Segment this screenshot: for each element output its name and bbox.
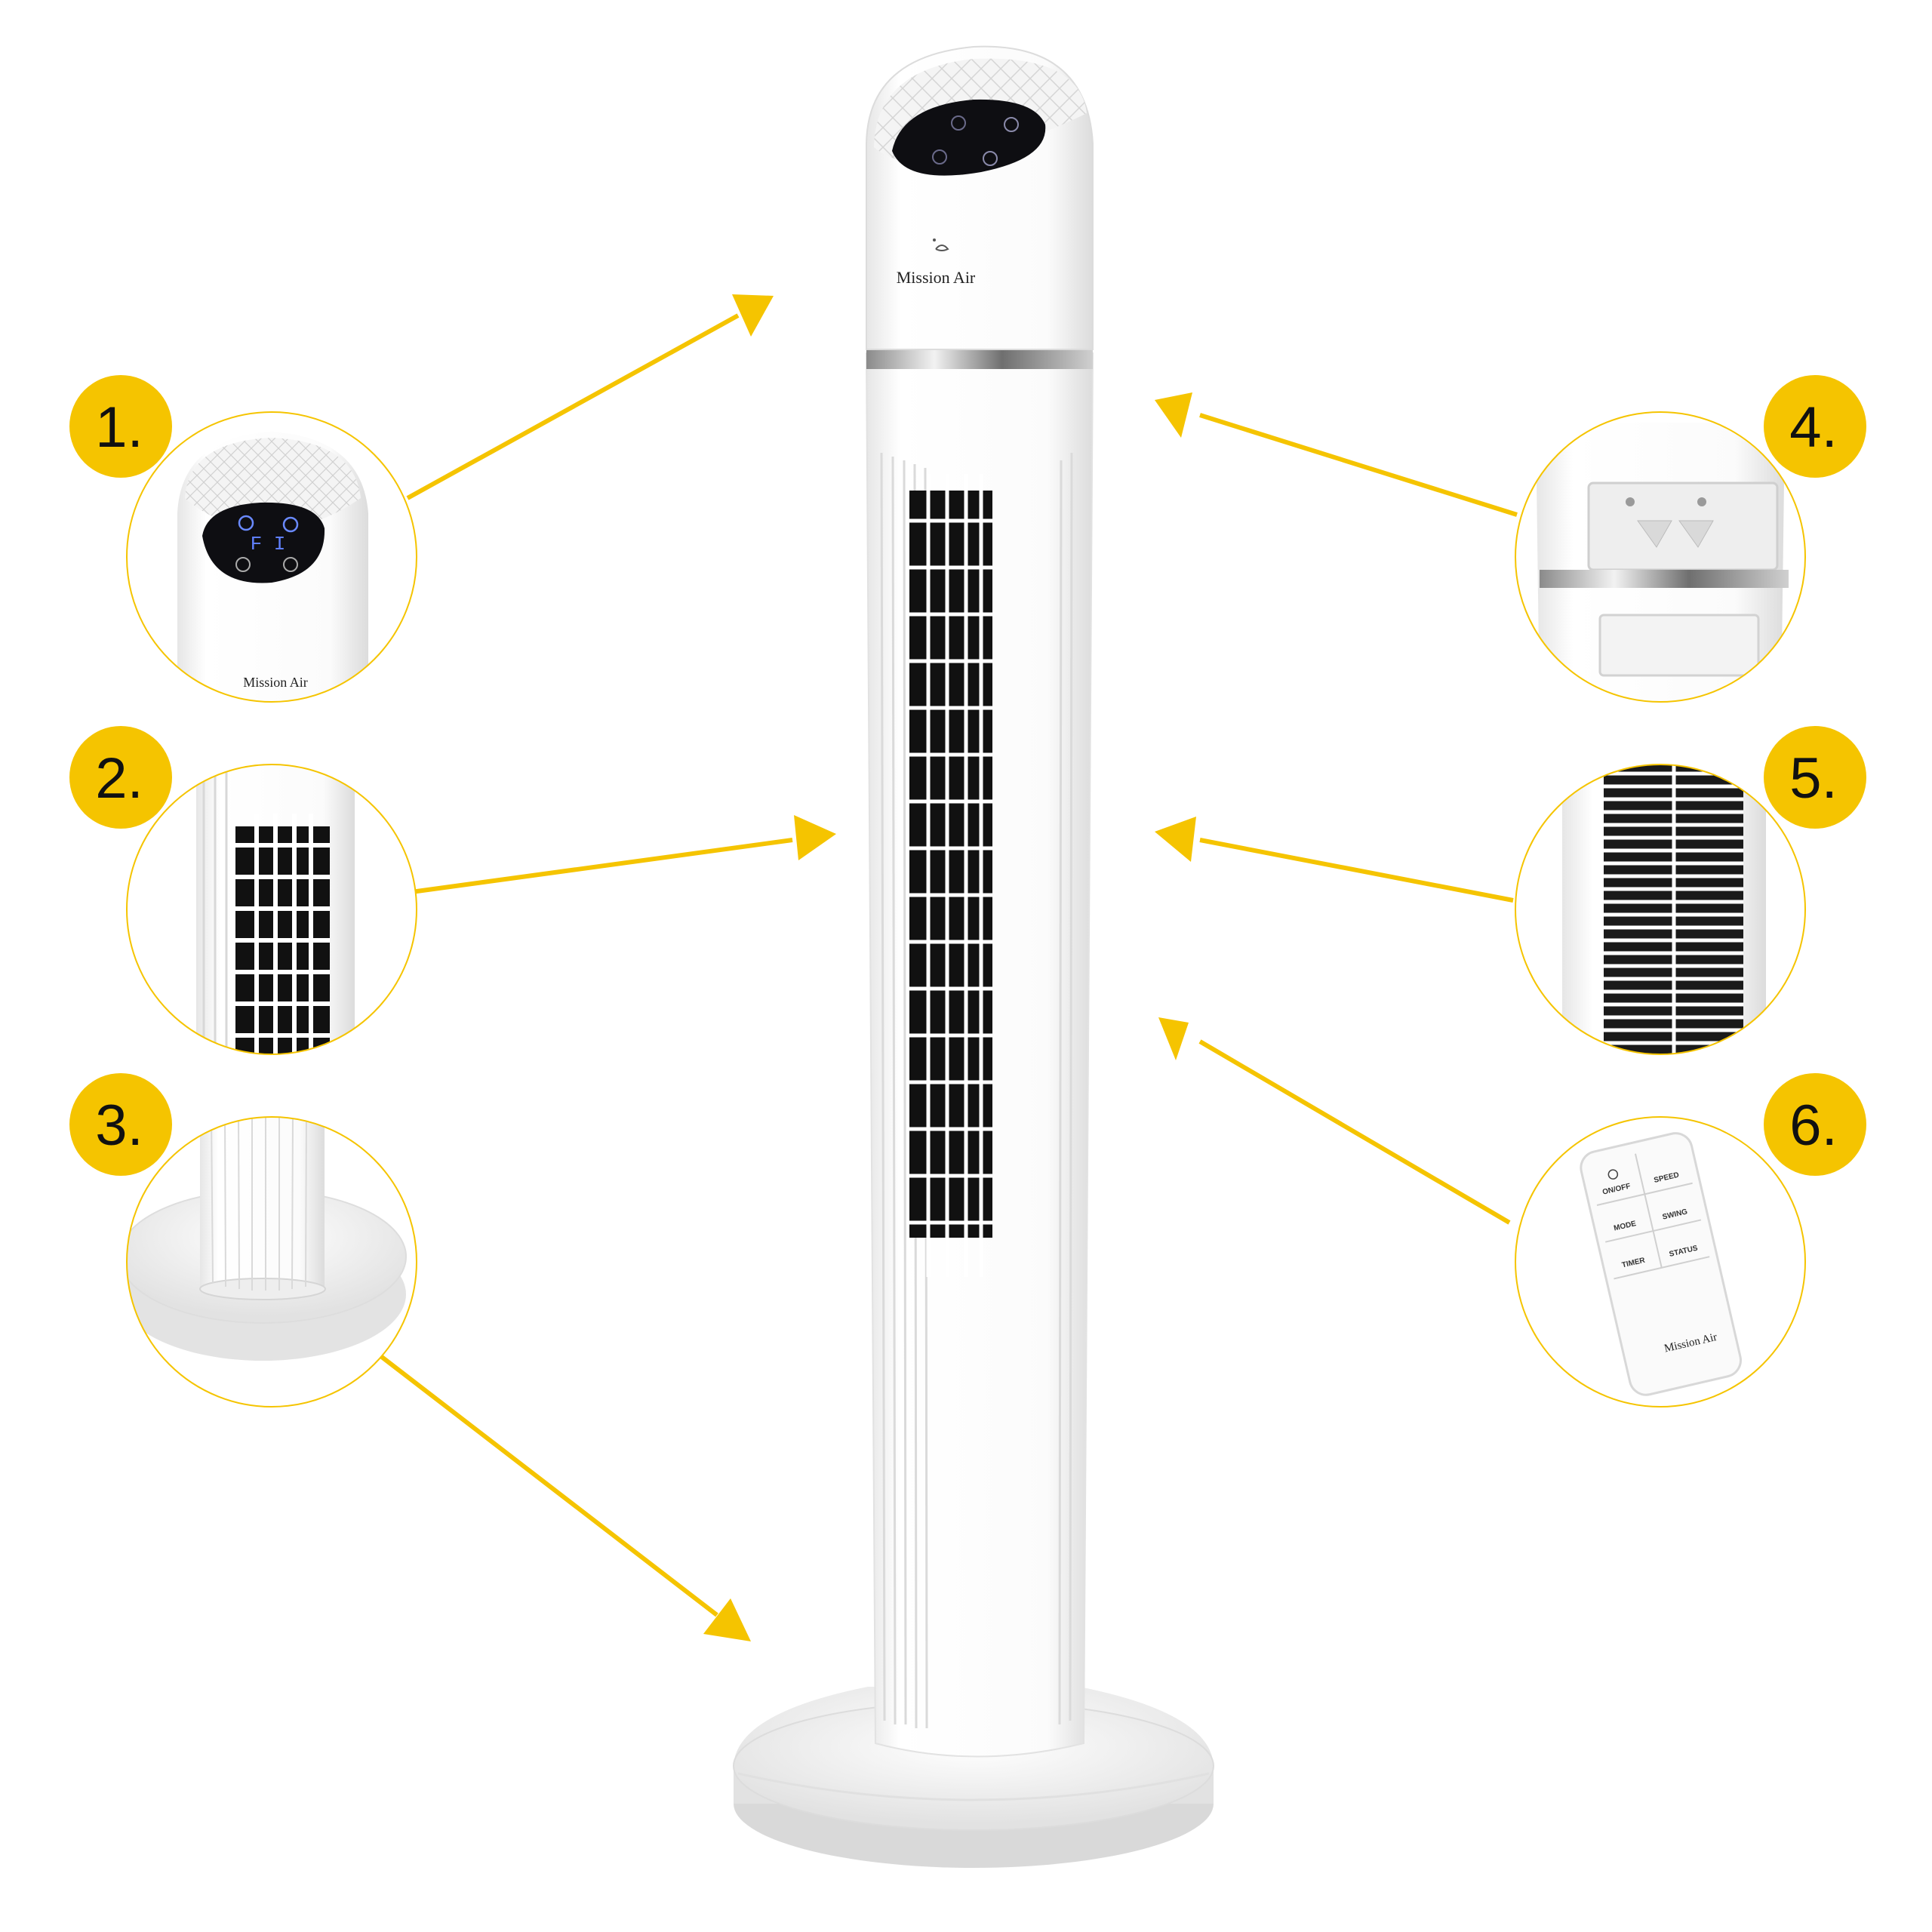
- fan-body: [865, 349, 1094, 1758]
- detail-circle-4: 4.: [1515, 375, 1866, 703]
- mode-icon: [1004, 117, 1019, 132]
- tower-fan: Mission Air: [733, 45, 1214, 1868]
- badge-6: 6.: [1764, 1073, 1866, 1176]
- arrow-6: [1198, 1039, 1511, 1225]
- fan-base: [733, 1687, 1214, 1868]
- arrow-1: [406, 313, 740, 500]
- badge-2-number: 2.: [95, 746, 143, 811]
- arrow-5-head: [1155, 817, 1196, 862]
- badge-4-number: 4.: [1789, 395, 1837, 460]
- arrow-4-head: [1155, 392, 1192, 438]
- power-icon: [951, 115, 966, 131]
- remote-control: ON/OFF SPEED MODE SWING TIMER STATUS Mis…: [1580, 1132, 1742, 1396]
- detail-circle-2: 2.: [69, 726, 417, 1055]
- badge-4: 4.: [1764, 375, 1866, 478]
- arrow-6-head: [1158, 1017, 1189, 1060]
- detail-circle-3: 3.: [69, 1073, 417, 1407]
- badge-3-number: 3.: [95, 1094, 143, 1158]
- arrow-2-head: [794, 815, 836, 860]
- chrome-ring: [866, 349, 1093, 369]
- callout-arrows: [374, 294, 1518, 1641]
- remote-power-icon: [1607, 1169, 1619, 1180]
- badge-6-number: 6.: [1789, 1094, 1837, 1158]
- front-grille: [909, 474, 992, 1277]
- badge-1-number: 1.: [95, 395, 143, 460]
- panel-power-icon: [238, 515, 254, 531]
- arrow-5: [1199, 838, 1514, 903]
- badge-5: 5.: [1764, 726, 1866, 829]
- panel-brand-name: Mission Air: [243, 675, 308, 690]
- timer-icon: [932, 149, 947, 165]
- brand-name: Mission Air: [897, 268, 976, 287]
- detail-circle-5: 5.: [1515, 726, 1866, 1055]
- arrow-3: [374, 1350, 718, 1617]
- detail-circle-6: ON/OFF SPEED MODE SWING TIMER STATUS Mis…: [1515, 1073, 1866, 1407]
- arrow-2: [411, 838, 793, 894]
- fan-head: Mission Air: [866, 45, 1094, 350]
- brand-logo: Mission Air: [897, 238, 976, 287]
- badge-1: 1.: [69, 375, 172, 478]
- side-ribs: [880, 452, 1073, 1729]
- arrow-4: [1199, 413, 1518, 517]
- arrow-1-head: [732, 294, 774, 337]
- panel-mode-icon: [282, 516, 299, 533]
- arrow-3-head: [703, 1598, 751, 1641]
- badge-5-number: 5.: [1789, 746, 1837, 811]
- panel-timer-icon: [235, 557, 251, 572]
- panel-readout: F I: [251, 533, 286, 555]
- badge-2: 2.: [69, 726, 172, 829]
- detail-circle-1: F I Mission Air 1.: [69, 375, 417, 703]
- badge-3: 3.: [69, 1073, 172, 1176]
- swing-icon: [983, 151, 998, 166]
- panel-swing-icon: [283, 557, 298, 572]
